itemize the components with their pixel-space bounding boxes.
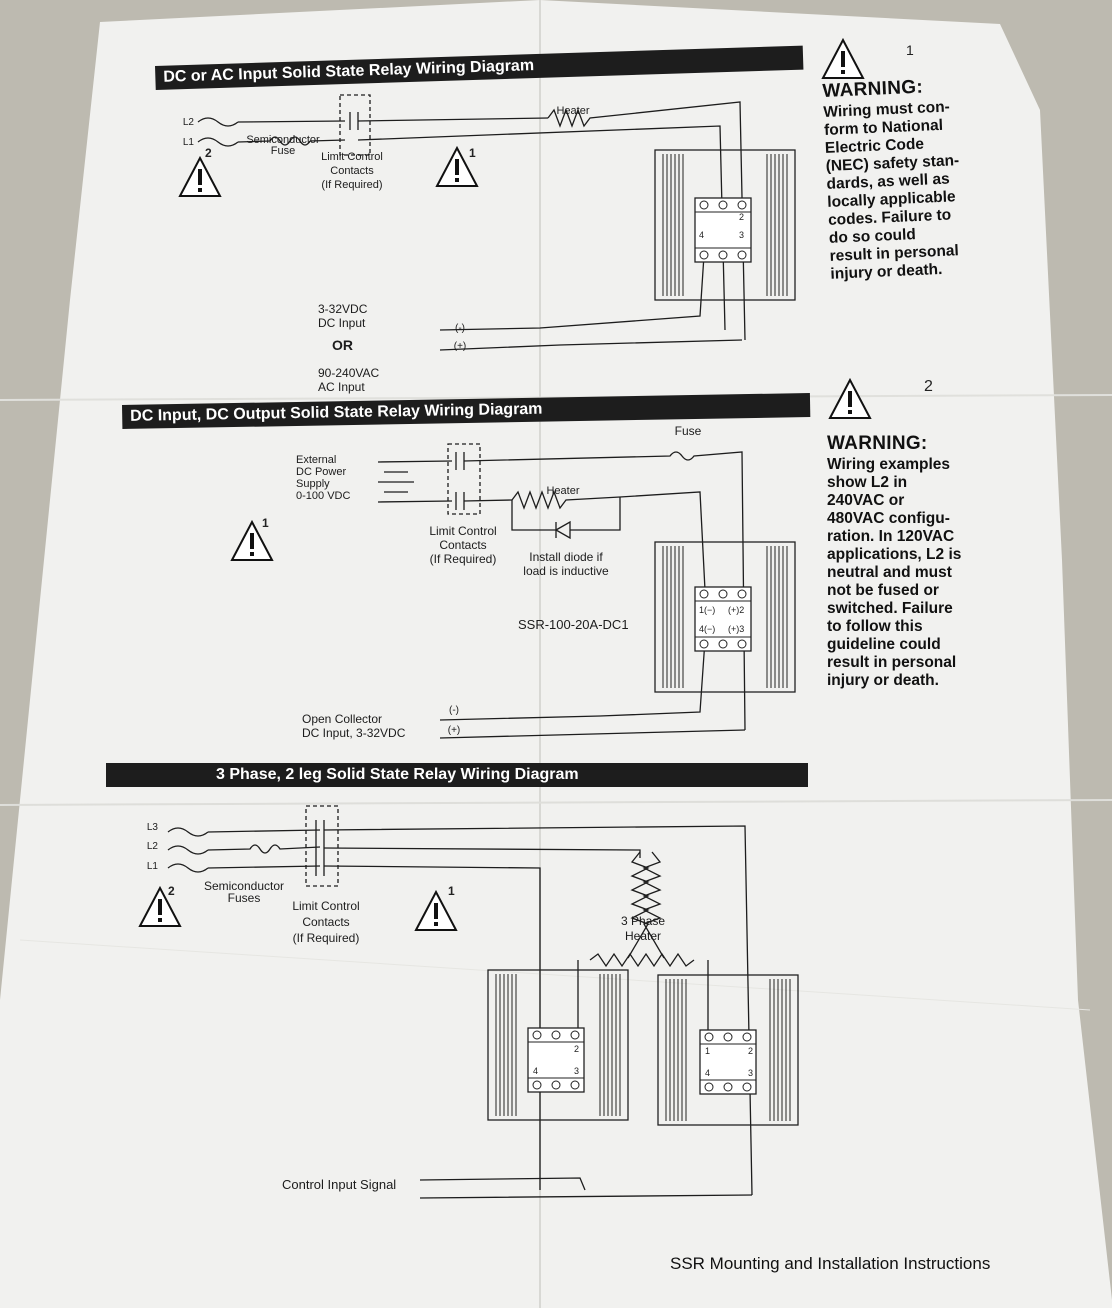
warning-1-block: WARNING: Wiring must con-form to Nationa… (822, 73, 991, 284)
warning-2-line: to follow this (827, 618, 923, 635)
middle-fuse-label: Fuse (674, 424, 702, 438)
warning-2-line: neutral and must (827, 564, 952, 581)
warning-1-icon (822, 39, 864, 79)
top-semiconductor-fuse-label: Semiconductor Fuse (246, 134, 320, 157)
warning-2-line: switched. Failure (827, 600, 953, 617)
warning-2-line: 480VAC configu- (827, 510, 950, 527)
warning-2-line: 240VAC or (827, 492, 905, 509)
warning-2-line: Wiring examples (827, 456, 951, 473)
warning-2-heading: WARNING: (827, 433, 928, 454)
middle-heater-label: Heater (546, 485, 580, 497)
top-terminal-2: 2 (739, 212, 745, 222)
top-or-label: OR (332, 337, 353, 353)
middle-warning-number: 1 (262, 516, 269, 530)
middle-terminal-3: (+)3 (728, 624, 745, 634)
bottom-left-terminal-4: 4 (533, 1066, 539, 1076)
top-minus-label: (-) (455, 323, 465, 334)
warning-2-number: 2 (924, 378, 933, 395)
top-warning-number-a: 2 (205, 146, 212, 160)
warning-2-line: result in personal (827, 654, 957, 671)
bottom-diagram-title: 3 Phase, 2 leg Solid State Relay Wiring … (106, 763, 808, 787)
middle-plus-label: (+) (447, 725, 461, 736)
middle-terminal-4: 4(−) (699, 624, 716, 634)
middle-terminal-1: 1(−) (699, 605, 716, 615)
middle-terminal-2: (+)2 (728, 605, 745, 615)
warning-2-line: not be fused or (827, 582, 939, 599)
top-heater-label: Heater (556, 105, 590, 117)
top-limit-control-label: Limit Control Contacts (If Required) (321, 151, 383, 191)
top-l2-label: L2 (182, 117, 194, 128)
top-warning-number-b: 1 (469, 146, 476, 160)
middle-limit-control-label: Limit Control Contacts (If Required) (429, 524, 497, 566)
bottom-left-terminal-2: 2 (574, 1044, 580, 1054)
bottom-l1-label: L1 (146, 861, 158, 872)
middle-wiring (377, 443, 746, 739)
top-dc-input-label: 3-32VDC DC Input (318, 302, 368, 330)
bottom-relay-left (527, 1027, 585, 1093)
warning-2-line: applications, L2 is (827, 546, 962, 563)
bottom-l2-label: L2 (146, 841, 158, 852)
bottom-warning-number-b: 1 (448, 884, 455, 898)
top-ac-input-label: 90-240VAC AC Input (318, 366, 380, 394)
top-l1-label: L1 (182, 137, 194, 148)
bottom-right-terminal-2: 2 (748, 1046, 754, 1056)
bottom-right-terminal-1: 1 (705, 1046, 711, 1056)
middle-diode-note: Install diode if load is inductive (523, 550, 609, 578)
warning-2-line: injury or death. (827, 672, 939, 689)
top-plus-label: (+) (453, 341, 467, 352)
bottom-relay-right (699, 1029, 757, 1095)
top-warning-icon-a (179, 157, 221, 197)
middle-external-supply-label: External DC Power Supply 0-100 VDC (296, 454, 351, 502)
middle-relay (694, 586, 752, 652)
bottom-semiconductor-fuses-label: Semiconductor Fuses (203, 879, 285, 905)
bottom-wiring (167, 805, 753, 1199)
footer-title: SSR Mounting and Installation Instructio… (670, 1254, 991, 1273)
warning-2-line: show L2 in (827, 474, 908, 491)
bottom-right-terminal-4: 4 (705, 1068, 711, 1078)
bottom-control-input-label: Control Input Signal (282, 1177, 397, 1192)
top-terminal-4: 4 (699, 230, 705, 240)
bottom-three-phase-heater-label: 3 Phase Heater (620, 914, 666, 943)
top-terminal-3: 3 (739, 230, 745, 240)
middle-minus-label: (-) (449, 705, 459, 716)
warning-2-line: guideline could (827, 636, 941, 653)
bottom-warning-number-a: 2 (168, 884, 175, 898)
bottom-l3-label: L3 (146, 822, 158, 833)
warning-1-number: 1 (906, 42, 914, 58)
bottom-limit-control-label: Limit Control Contacts (If Required) (292, 899, 360, 945)
middle-open-collector-label: Open Collector DC Input, 3-32VDC (302, 712, 406, 740)
middle-model-label: SSR-100-20A-DC1 (518, 617, 629, 632)
bottom-left-terminal-3: 3 (574, 1066, 580, 1076)
warning-2-line: ration. In 120VAC (827, 528, 955, 545)
bottom-right-terminal-3: 3 (748, 1068, 754, 1078)
warning-2-icon (829, 379, 871, 419)
top-wiring (197, 94, 746, 351)
